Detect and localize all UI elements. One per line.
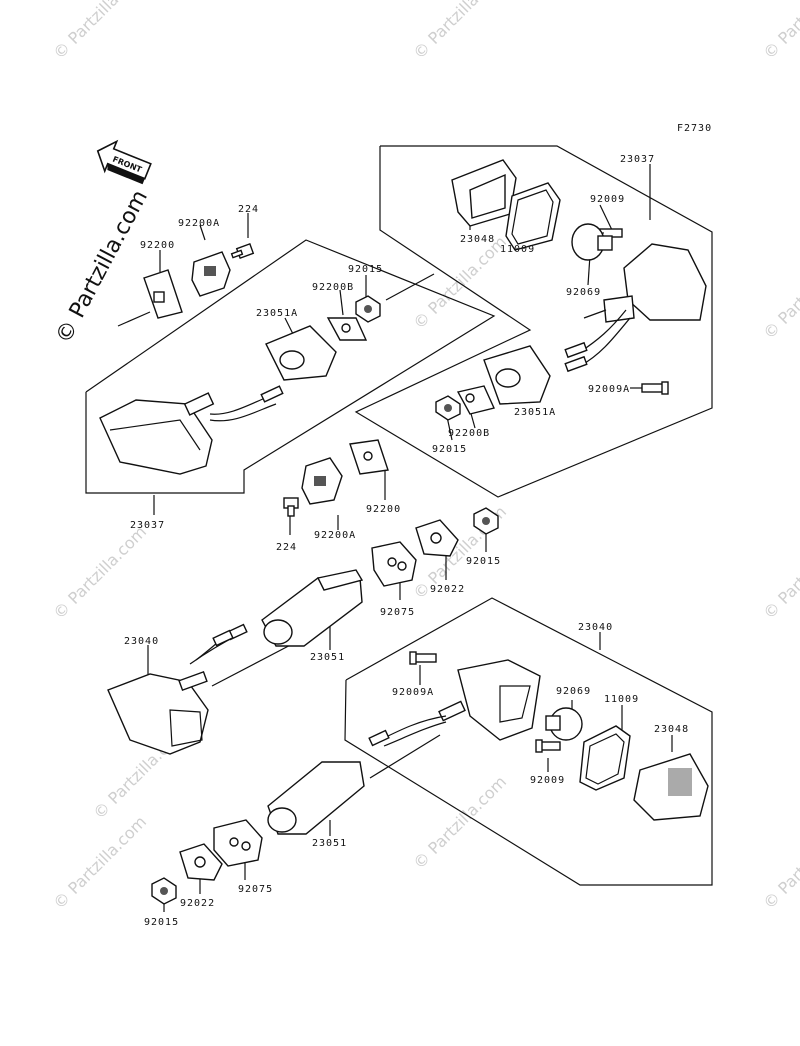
part-23051-lower-sleeve <box>267 761 365 835</box>
part-92069-bottom-bulb <box>545 707 583 741</box>
label-92022: 92022 <box>180 898 215 909</box>
part-92009-bottom-screw <box>535 739 561 753</box>
part-92015-bottom-nut <box>151 877 177 905</box>
part-92200B-left-plate <box>326 317 368 341</box>
label-23040: 23040 <box>124 636 159 647</box>
label-224: 224 <box>238 204 259 215</box>
label-92069: 92069 <box>556 686 591 697</box>
label-92200A: 92200A <box>178 218 220 229</box>
watermark: © Partzilla.com <box>409 772 510 873</box>
brand-watermark: © Partzilla.com <box>51 186 153 348</box>
part-23051-upper-sleeve <box>261 569 364 647</box>
label-92009A: 92009A <box>392 687 434 698</box>
part-92069-bulb <box>571 223 613 261</box>
part-11009-top-gasket <box>505 182 561 251</box>
label-92022: 92022 <box>430 584 465 595</box>
label-23048: 23048 <box>654 724 689 735</box>
watermark: © Partzilla.com <box>759 812 800 913</box>
label-11009: 11009 <box>604 694 639 705</box>
label-92009: 92009 <box>530 775 565 786</box>
part-92022-bottom-washer <box>179 843 223 881</box>
part-224-mid-screw <box>283 497 299 517</box>
label-23051A: 23051A <box>256 308 298 319</box>
label-23037: 23037 <box>620 154 655 165</box>
part-92015-top-nut <box>435 395 461 421</box>
part-23048-bottom-lens <box>633 753 709 821</box>
label-23048: 23048 <box>460 234 495 245</box>
part-224-screw <box>230 243 255 259</box>
watermark: © Partzilla.com <box>49 522 150 623</box>
part-23037-left-housing <box>99 385 284 475</box>
label-92015: 92015 <box>466 556 501 567</box>
label-224: 224 <box>276 542 297 553</box>
label-92075: 92075 <box>380 607 415 618</box>
part-92200-mid-plate <box>349 439 389 475</box>
part-92200B-top-plate <box>456 385 495 415</box>
part-92200-plate <box>143 269 183 319</box>
label-92200B: 92200B <box>448 428 490 439</box>
label-92015: 92015 <box>432 444 467 455</box>
part-92200A-mid-bracket <box>301 457 343 505</box>
watermark: © Partzilla.com <box>759 0 800 63</box>
watermark: © Partzilla.com <box>759 242 800 343</box>
label-23040: 23040 <box>578 622 613 633</box>
label-23037: 23037 <box>130 520 165 531</box>
label-23051: 23051 <box>310 652 345 663</box>
part-92022-center-washer <box>415 519 459 557</box>
part-92075-bottom-grommet <box>213 819 263 867</box>
label-11009: 11009 <box>500 244 535 255</box>
part-labels: 23037 23048 11009 92009 92069 92009A 230… <box>124 154 689 928</box>
label-92015: 92015 <box>348 264 383 275</box>
label-92200: 92200 <box>366 504 401 515</box>
watermark: © Partzilla.com <box>49 0 150 63</box>
part-23051A-left-boot <box>265 325 337 381</box>
part-23040-left-housing <box>107 623 248 755</box>
part-92009A-top-screw <box>641 381 669 395</box>
part-23037-top-housing <box>583 243 707 323</box>
label-92069: 92069 <box>566 287 601 298</box>
part-92075-center-grommet <box>371 541 417 587</box>
part-23051A-top-boot <box>483 345 551 405</box>
figure-code: F2730 <box>677 123 712 134</box>
part-23040-right-housing <box>368 659 541 747</box>
label-92075: 92075 <box>238 884 273 895</box>
front-arrow-icon: FRONT <box>96 139 152 185</box>
watermark: © Partzilla.com <box>409 0 510 63</box>
part-11009-bottom-gasket <box>579 725 631 791</box>
part-top-wires <box>564 309 631 373</box>
label-23051: 23051 <box>312 838 347 849</box>
part-92015-center-nut <box>473 507 499 535</box>
label-92200A: 92200A <box>314 530 356 541</box>
label-92009: 92009 <box>590 194 625 205</box>
label-92009A: 92009A <box>588 384 630 395</box>
label-92200: 92200 <box>140 240 175 251</box>
label-23051A: 23051A <box>514 407 556 418</box>
label-92200B: 92200B <box>312 282 354 293</box>
part-92015-left-nut <box>355 295 381 323</box>
watermark: © Partzilla.com <box>49 812 150 913</box>
label-92015: 92015 <box>144 917 179 928</box>
part-23048-top-lens <box>451 159 517 227</box>
group-outlines <box>85 145 713 886</box>
part-92009A-bottom-screw <box>409 651 437 665</box>
watermark: © Partzilla.com <box>759 522 800 623</box>
part-92200A-bracket <box>191 251 231 297</box>
